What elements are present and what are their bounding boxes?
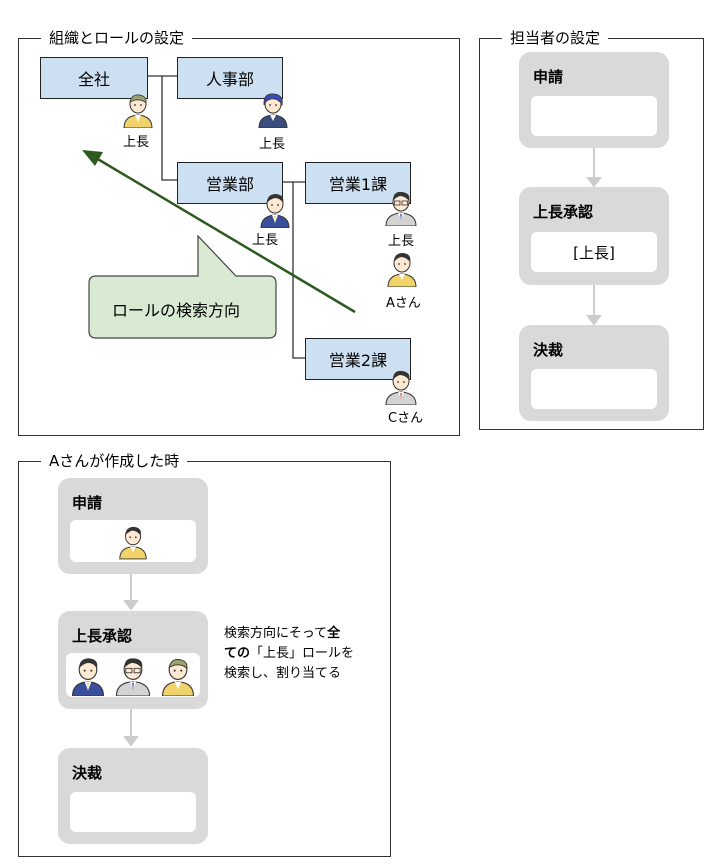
case-boss-avatar-zensha: [158, 654, 198, 697]
note-line3: 検索し、割り当てる: [224, 666, 342, 681]
assignee-step-apply: 申請: [519, 52, 669, 148]
boss-avatar-eigyo: [257, 190, 293, 228]
org-box-zensha: 全社: [40, 57, 148, 99]
search-note: 検索方向にそって全 ての「上長」ロールを 検索し、割り当てる: [224, 624, 374, 684]
assignee-step-boss-value: [上長]: [573, 243, 615, 262]
member-a-avatar: [384, 249, 420, 287]
note-part1: 検索方向にそって: [224, 626, 328, 641]
member-a-label: Aさん: [386, 296, 421, 311]
assignee-section-title: 担当者の設定: [502, 28, 609, 48]
member-c-label: Cさん: [388, 411, 424, 426]
org-role-section: 組織とロールの設定: [18, 28, 460, 436]
note-bold1: 全: [327, 626, 341, 641]
org-box-eigyo: 営業部: [177, 162, 283, 204]
assignee-step-apply-title: 申請: [533, 68, 564, 86]
case-step-boss: 上長承認: [58, 611, 208, 709]
case-step-apply-slot: [70, 520, 196, 562]
org-box-jinji: 人事部: [177, 57, 283, 99]
search-direction-arrow: [95, 156, 356, 314]
boss-label-eigyo1: 上長: [388, 234, 415, 249]
assignee-step-boss-slot: [上長]: [531, 232, 657, 272]
boss-label-jinji: 上長: [259, 137, 286, 152]
case-section-title: Aさんが作成した時: [41, 451, 188, 471]
assignee-step-decision-slot: [531, 369, 657, 409]
callout-text: ロールの検索方向: [112, 301, 241, 320]
org-role-section-title: 組織とロールの設定: [41, 28, 193, 48]
org-box-eigyo1: 営業1課: [305, 162, 411, 204]
line-eigyo-eigyo2: [292, 182, 306, 359]
assignee-step-boss-title: 上長承認: [533, 203, 594, 221]
case-boss-avatar-eigyo1: [113, 654, 153, 697]
case-step-decision: 決裁: [58, 748, 208, 844]
note-bold2: ての: [224, 646, 251, 661]
boss-label-eigyo: 上長: [252, 233, 279, 248]
assignee-step-boss: 上長承認 [上長]: [519, 187, 669, 285]
case-step-apply-title: 申請: [72, 494, 103, 512]
boss-label-zensha: 上長: [123, 135, 150, 150]
boss-avatar-zensha: [120, 90, 156, 128]
case-step-apply: 申請: [58, 478, 208, 574]
case-step-decision-title: 決裁: [72, 764, 103, 782]
case-step-boss-title: 上長承認: [72, 627, 133, 645]
note-part2: 「上長」ロールを: [250, 646, 355, 661]
callout-bubble: [88, 234, 277, 339]
boss-avatar-eigyo1: [383, 188, 419, 226]
assignee-step-decision-title: 決裁: [533, 341, 564, 359]
assignee-step-decision: 決裁: [519, 325, 669, 421]
search-direction-arrowhead: [82, 150, 103, 166]
member-c-avatar: [383, 367, 419, 405]
case-apply-avatar-a: [116, 522, 150, 560]
case-step-decision-slot: [70, 792, 196, 832]
line-zensha-eigyo: [161, 76, 177, 181]
case-step-boss-slot: [66, 653, 200, 697]
assignee-step-apply-slot: [531, 96, 657, 136]
case-section: Aさんが作成した時: [18, 451, 391, 857]
assignee-section: 担当者の設定: [479, 28, 704, 430]
case-boss-avatar-eigyo: [68, 654, 108, 697]
org-box-eigyo2: 営業2課: [305, 338, 411, 380]
boss-avatar-jinji: [255, 90, 291, 128]
